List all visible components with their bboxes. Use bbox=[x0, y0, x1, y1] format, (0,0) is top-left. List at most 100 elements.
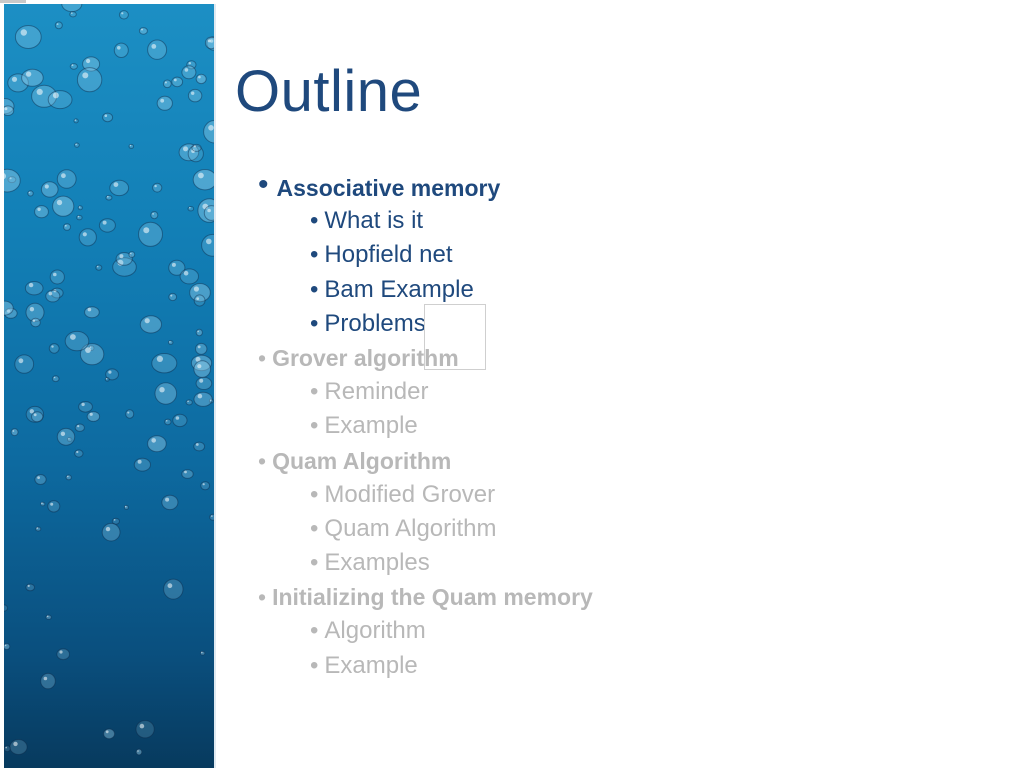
bubble-highlight bbox=[195, 443, 199, 446]
bubble bbox=[4, 745, 11, 753]
bubble bbox=[98, 218, 116, 233]
bubble-highlight bbox=[96, 265, 99, 268]
bubble bbox=[34, 205, 49, 219]
bubble bbox=[40, 672, 56, 690]
bubble-highlight bbox=[27, 584, 30, 588]
bubble bbox=[138, 27, 148, 35]
bubble bbox=[168, 292, 178, 302]
bubble bbox=[78, 228, 97, 247]
bubble-highlight bbox=[127, 411, 130, 414]
bubble bbox=[56, 427, 76, 446]
bullet-icon: • bbox=[310, 309, 319, 337]
outline-list: •Associative memory•What is it•Hopfield … bbox=[258, 168, 978, 683]
outline-subitem: •Quam Algorithm bbox=[258, 512, 978, 546]
bubble-highlight bbox=[71, 64, 74, 67]
bubble-highlight bbox=[169, 341, 171, 343]
bubble-highlight bbox=[183, 146, 188, 152]
bubble bbox=[125, 409, 135, 419]
bubble bbox=[14, 354, 35, 374]
bubble bbox=[147, 39, 168, 60]
bubble-highlight bbox=[82, 72, 89, 79]
bubble bbox=[76, 214, 83, 221]
selection-box[interactable] bbox=[424, 304, 486, 370]
bubble-highlight bbox=[81, 402, 85, 407]
bubble-highlight bbox=[37, 476, 40, 479]
outline-section: •Initializing the Quam memory bbox=[258, 580, 978, 614]
bubble-highlight bbox=[28, 191, 31, 194]
bubble-highlight bbox=[130, 252, 132, 255]
bubble-highlight bbox=[20, 29, 27, 36]
bullet-icon: • bbox=[258, 344, 267, 371]
bubble bbox=[162, 79, 172, 89]
bubble bbox=[138, 221, 163, 247]
outline-item-label: Example bbox=[324, 651, 418, 679]
outline-section: •Quam Algorithm bbox=[258, 444, 978, 478]
bubble bbox=[172, 413, 188, 428]
bubble-highlight bbox=[33, 413, 37, 417]
bubble bbox=[193, 441, 206, 452]
bubble-highlight bbox=[25, 71, 32, 77]
bubble-highlight bbox=[59, 650, 63, 654]
outline-subitem: •Example bbox=[258, 649, 978, 683]
bubble bbox=[154, 382, 178, 405]
outline-item-label: Quam Algorithm bbox=[272, 447, 452, 474]
bubble bbox=[63, 223, 71, 231]
outline-item-label: Associative memory bbox=[276, 175, 501, 201]
bubble-highlight bbox=[28, 282, 34, 288]
bubble-highlight bbox=[61, 173, 66, 179]
bubble-highlight bbox=[67, 475, 69, 478]
bubble-highlight bbox=[197, 393, 203, 399]
bubble bbox=[4, 168, 21, 193]
bubble bbox=[61, 4, 83, 13]
outline-subitem: •Example bbox=[258, 409, 978, 443]
bubble-highlight bbox=[36, 527, 39, 529]
bubble-highlight bbox=[207, 208, 211, 213]
outline-item-label: What is it bbox=[324, 207, 424, 235]
outline-item-label: Modified Grover bbox=[324, 480, 496, 508]
bubble bbox=[123, 504, 129, 510]
bubble-highlight bbox=[4, 173, 6, 180]
outline-item-label: Example bbox=[324, 412, 418, 440]
bubble-highlight bbox=[197, 330, 199, 333]
bubble bbox=[168, 340, 174, 345]
bubble-highlight bbox=[50, 502, 54, 506]
bubble-highlight bbox=[209, 399, 212, 402]
bubble-highlight bbox=[129, 144, 132, 147]
bubble bbox=[192, 169, 216, 191]
bubble-highlight bbox=[18, 358, 24, 364]
slide-title: Outline bbox=[235, 59, 423, 124]
bubble bbox=[193, 294, 206, 307]
bubble bbox=[95, 264, 103, 271]
bubble-highlight bbox=[104, 114, 108, 117]
bubble-highlight bbox=[119, 254, 124, 259]
bubble bbox=[161, 494, 179, 511]
outline-subitem: •What is it bbox=[258, 204, 978, 238]
bubble bbox=[201, 233, 216, 257]
bubble bbox=[151, 353, 178, 374]
bubble bbox=[101, 522, 121, 542]
bubble bbox=[25, 583, 36, 592]
bubble-highlight bbox=[113, 182, 119, 188]
bubble-highlight bbox=[51, 345, 54, 348]
outline-subitem: •Problems bbox=[258, 307, 978, 341]
bubble bbox=[74, 449, 84, 458]
bubble-highlight bbox=[75, 143, 77, 146]
outline-subitem: •Hopfield net bbox=[258, 238, 978, 272]
bubble bbox=[181, 65, 197, 80]
bubble-highlight bbox=[184, 68, 189, 72]
bubble bbox=[76, 67, 103, 93]
bubble bbox=[203, 205, 216, 221]
bubble-highlight bbox=[191, 91, 195, 95]
bubble bbox=[195, 376, 213, 390]
bubble-highlight bbox=[159, 387, 165, 393]
bubble-highlight bbox=[5, 746, 7, 749]
bubble-highlight bbox=[53, 272, 57, 277]
bubble bbox=[35, 526, 42, 532]
outline-subitem: •Bam Example bbox=[258, 273, 978, 307]
bubble bbox=[86, 411, 101, 422]
bubble bbox=[49, 269, 65, 285]
bubble-highlight bbox=[144, 318, 150, 324]
bubble-highlight bbox=[86, 58, 91, 64]
corner-mark bbox=[0, 0, 26, 3]
bubble-highlight bbox=[137, 750, 139, 752]
